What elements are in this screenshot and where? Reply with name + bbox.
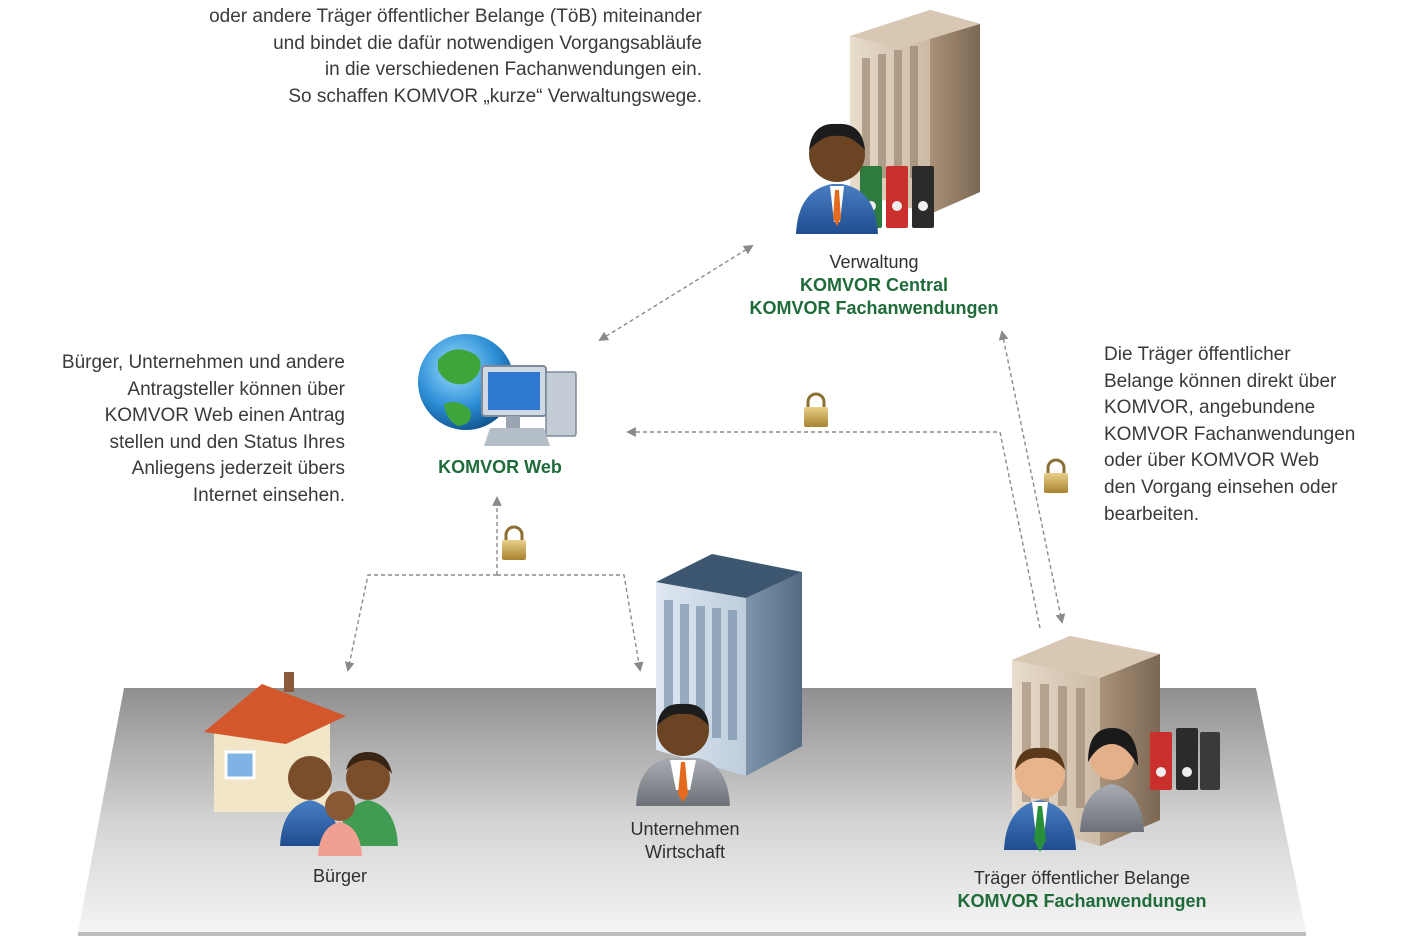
toeb-caption: Träger öffentlicher Belange KOMVOR Facha… [932, 867, 1232, 913]
arrow-web-verwaltung [598, 244, 754, 342]
buerger-label: Bürger [312, 866, 368, 886]
intro-line: oder andere Träger öffentlicher Belange … [209, 6, 702, 27]
padlock-icon [1044, 458, 1068, 493]
padlock-icon [804, 392, 828, 427]
verwaltung-label: Verwaltung [829, 252, 919, 272]
toeb-line: Belange können direkt über [1104, 370, 1337, 392]
padlock-icon [502, 525, 526, 560]
komvor-fachanwendungen-label: KOMVOR Fachanwendungen [749, 298, 999, 318]
unternehmen-caption: Unternehmen Wirtschaft [600, 818, 770, 864]
arrow-web-unternehmen [497, 574, 644, 672]
toeb-line: Die Träger öffentlicher [1104, 344, 1291, 365]
intro-line: in die verschiedenen Fachanwendungen ein… [324, 59, 702, 81]
businessman-icon [636, 703, 730, 806]
verwaltung-caption: Verwaltung KOMVOR Central KOMVOR Fachanw… [734, 251, 1014, 320]
connectors [344, 244, 1066, 672]
applicant-line: Bürger, Unternehmen und andere [61, 352, 345, 373]
toeb-line: den Vorgang einsehen oder [1104, 476, 1338, 498]
applicant-line: KOMVOR Web einen Antrag [104, 405, 345, 427]
arrow-verwaltung-toeb [998, 330, 1066, 624]
applicant-line: stellen und den Status Ihres [109, 431, 345, 453]
toeb-line: bearbeiten. [1104, 503, 1200, 525]
toeb-label: Träger öffentlicher Belange [973, 868, 1191, 888]
applicant-line: Internet einsehen. [192, 484, 345, 506]
toeb-line: KOMVOR Fachanwendungen [1104, 423, 1356, 445]
computer-icon [481, 365, 577, 446]
toeb-line: oder über KOMVOR Web [1104, 450, 1320, 472]
family-icon [280, 752, 398, 856]
ground-platform [78, 688, 1306, 936]
toeb-text: Die Träger öffentlicher Belange können d… [1104, 342, 1355, 528]
intro-line: und bindet die dafür notwendigen Vorgang… [273, 32, 702, 54]
businessman-icon [796, 123, 878, 234]
toeb-line: KOMVOR, angebundene [1104, 397, 1316, 419]
wirtschaft-label: Wirtschaft [644, 842, 725, 862]
intro-text: oder andere Träger öffentlicher Belange … [209, 4, 702, 110]
businessman-icon [1004, 747, 1076, 852]
applicant-text: Bürger, Unternehmen und andere Antragste… [62, 350, 345, 510]
web-caption: KOMVOR Web [400, 456, 600, 479]
applicant-line: Anliegens jederzeit übers [131, 458, 345, 480]
toeb-system-label: KOMVOR Fachanwendungen [957, 891, 1207, 911]
intro-line: So schaffen KOMVOR „kurze“ Verwaltungswe… [288, 85, 702, 107]
komvor-web-label: KOMVOR Web [438, 457, 562, 477]
binders-icon [1150, 728, 1220, 790]
unternehmen-label: Unternehmen [630, 819, 740, 839]
buerger-caption: Bürger [270, 865, 410, 888]
businesswoman-icon [1080, 728, 1144, 832]
komvor-central-label: KOMVOR Central [799, 275, 949, 295]
verwaltung-building-icon [850, 10, 980, 214]
applicant-line: Antragsteller können über [127, 378, 345, 400]
arrow-web-buerger [344, 574, 497, 672]
